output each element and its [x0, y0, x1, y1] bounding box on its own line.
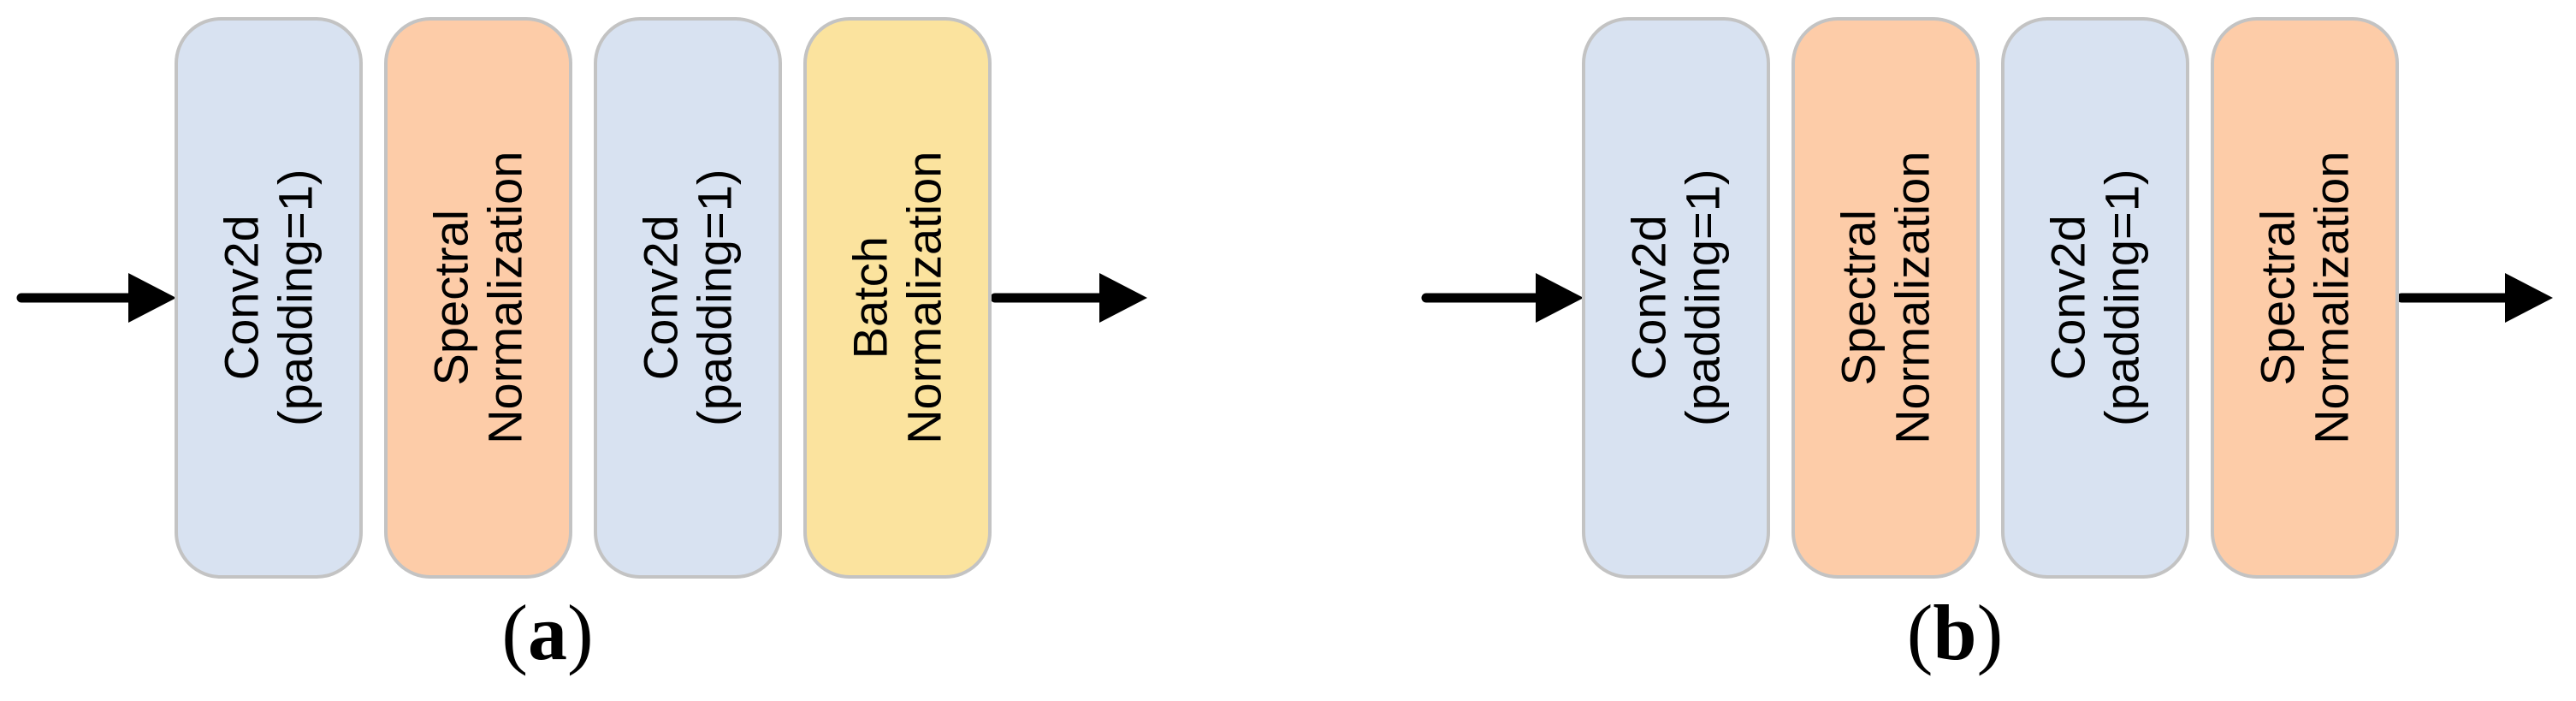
block-label: Conv2d (padding=1)	[2040, 169, 2148, 427]
caption-close-paren: )	[567, 589, 594, 676]
block-a-conv2d-1: Conv2d (padding=1)	[175, 17, 363, 579]
caption-close-paren: )	[1976, 589, 2004, 676]
caption-letter: b	[1933, 589, 1977, 676]
block-label: Spectral Normalization	[1831, 151, 1939, 445]
block-b-conv2d-2: Conv2d (padding=1)	[2001, 17, 2189, 579]
caption-letter: a	[528, 589, 567, 676]
block-label: Conv2d (padding=1)	[633, 169, 741, 427]
block-label: Conv2d (padding=1)	[1621, 169, 1729, 427]
subfigure-caption-b: (b)	[1907, 587, 2003, 678]
output-arrow-b	[2396, 273, 2553, 323]
input-arrow-b	[1421, 273, 1584, 323]
block-a-spectral-normalization: Spectral Normalization	[384, 17, 572, 579]
block-label: Spectral Normalization	[2250, 151, 2358, 445]
block-label: Spectral Normalization	[423, 151, 531, 445]
input-arrow-a	[16, 273, 176, 323]
block-label: Batch Normalization	[843, 151, 950, 445]
caption-open-paren: (	[1906, 589, 1933, 676]
block-a-conv2d-2: Conv2d (padding=1)	[594, 17, 782, 579]
block-b-spectral-normalization-2: Spectral Normalization	[2211, 17, 2399, 579]
block-b-spectral-normalization-1: Spectral Normalization	[1791, 17, 1980, 579]
output-arrow-a	[990, 273, 1147, 323]
block-b-conv2d-1: Conv2d (padding=1)	[1582, 17, 1770, 579]
block-a-batch-normalization: Batch Normalization	[803, 17, 992, 579]
block-label: Conv2d (padding=1)	[214, 169, 322, 427]
caption-open-paren: (	[501, 589, 528, 676]
subfigure-caption-a: (a)	[501, 587, 593, 678]
